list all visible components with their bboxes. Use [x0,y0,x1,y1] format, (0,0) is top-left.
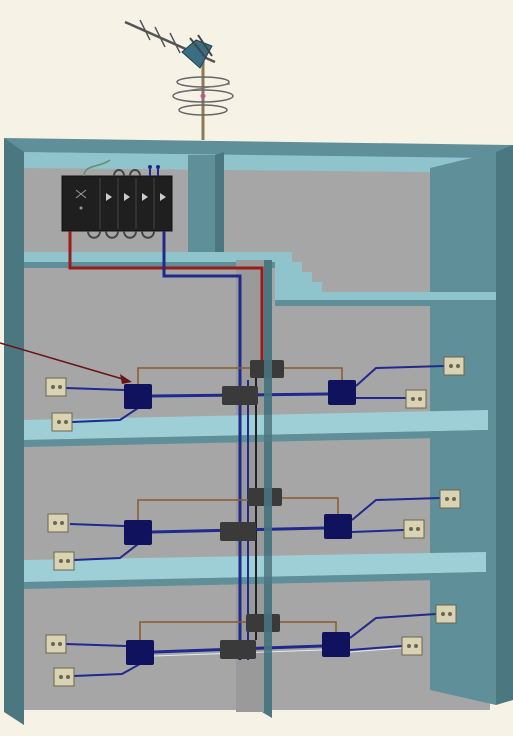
floor-3 [45,604,457,687]
floor-2 [47,488,461,571]
splitter-box [324,514,352,539]
tv-outlet-icon [53,551,75,571]
tv-outlet-icon [405,389,427,409]
floor-1 [45,356,465,432]
tv-outlet-icon [53,667,75,687]
splitter-box [124,384,152,409]
tv-outlet-icon [439,489,461,509]
red-feed-cable [68,231,264,370]
tv-outlet-icon [435,604,457,624]
amplifier-panel [61,159,173,239]
splitter-box [124,520,152,545]
coupler-box [220,522,256,541]
tv-outlet-icon [401,636,423,656]
tv-outlet-icon [51,412,73,432]
attic-divider [188,155,220,255]
roof-slab [4,138,513,160]
tv-outlet-icon [45,377,67,397]
stairs [275,252,496,306]
tv-outlet-icon [45,634,67,654]
coupler-box [220,640,256,659]
blue-riser-cable [162,231,242,660]
roof-underside [20,152,490,172]
left-wall [4,138,24,725]
splitter-box [322,632,350,657]
coupler-box [246,614,280,632]
antenna-icon [124,19,234,140]
coupler-box [222,386,258,405]
right-wall-edge [496,145,513,705]
splitter-box [328,380,356,405]
attic-divider-edge [215,152,224,258]
pointer-arrow [0,342,132,384]
tv-outlet-icon [443,356,465,376]
tv-outlet-icon [47,513,69,533]
tv-outlet-icon [403,519,425,539]
attic-floor [24,252,275,262]
center-wall-front-edge [264,260,272,718]
splitter-box [126,640,154,665]
